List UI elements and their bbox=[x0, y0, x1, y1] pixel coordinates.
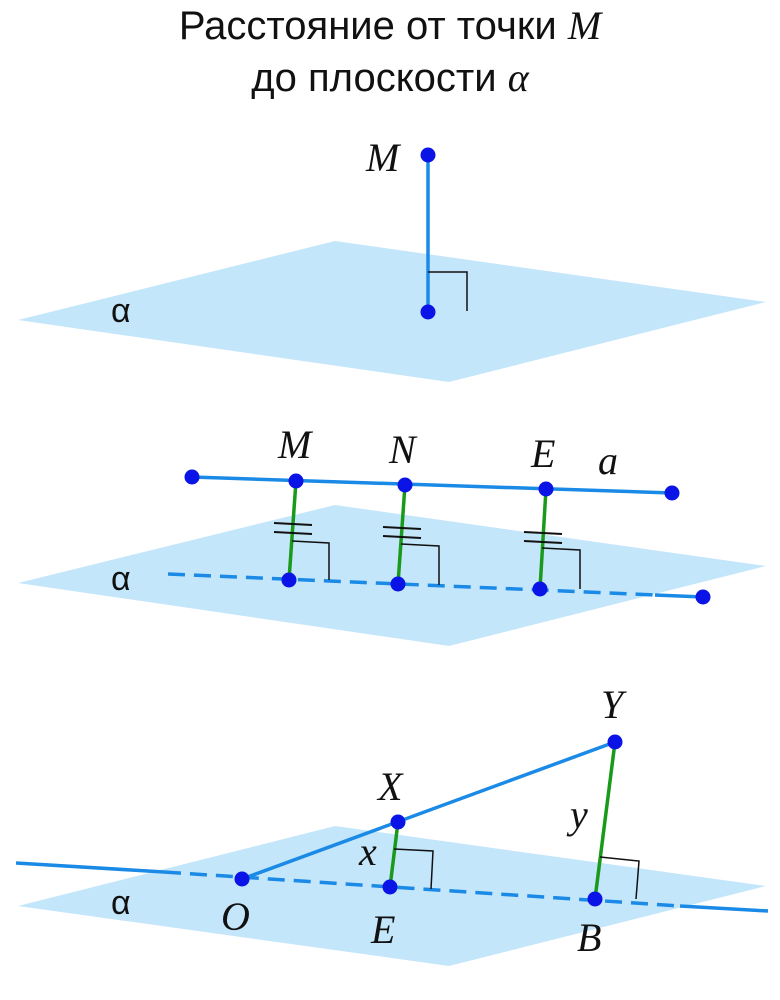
label-y: Y bbox=[601, 682, 627, 727]
label-o: O bbox=[221, 894, 250, 939]
title-line-2: до плоскости α bbox=[0, 54, 780, 101]
label-m-1: M bbox=[365, 135, 402, 180]
plane-alpha-3 bbox=[18, 826, 766, 966]
equal-ticks-m bbox=[273, 522, 313, 535]
projection-dashed bbox=[167, 572, 656, 597]
perpendicular-m-2 bbox=[287, 480, 298, 581]
equal-ticks-n bbox=[382, 526, 422, 539]
right-angle-mark-y bbox=[599, 856, 640, 900]
right-angle-mark-x bbox=[393, 848, 434, 890]
label-m-2: M bbox=[277, 422, 314, 467]
plane-alpha-2 bbox=[18, 505, 766, 646]
perpendicular-x bbox=[388, 821, 400, 888]
equal-ticks-e bbox=[523, 531, 563, 544]
line-oy bbox=[241, 740, 616, 881]
point-y bbox=[607, 734, 623, 750]
point-m bbox=[420, 147, 436, 163]
label-distance-y: y bbox=[566, 792, 588, 837]
line-oe-outside-left bbox=[15, 861, 165, 874]
title-text-2: до плоскости bbox=[251, 56, 497, 100]
perpendicular-e bbox=[538, 488, 548, 590]
title-var-m: M bbox=[567, 3, 602, 48]
point-m-2 bbox=[288, 473, 304, 489]
title-var-alpha: α bbox=[507, 55, 529, 100]
line-a-endpoint-right bbox=[664, 485, 680, 501]
foot-n bbox=[390, 576, 406, 592]
point-o bbox=[234, 871, 250, 887]
right-angle-mark-m bbox=[291, 540, 330, 580]
diagram-3: Y X y x O E B α bbox=[15, 682, 769, 966]
projection-endpoint bbox=[695, 589, 711, 605]
title-text-1: Расстояние от точки bbox=[178, 4, 557, 48]
foot-m-2 bbox=[281, 572, 297, 588]
title-line-1: Расстояние от точки M bbox=[0, 2, 780, 49]
point-x bbox=[390, 814, 406, 830]
point-n bbox=[397, 477, 413, 493]
label-b: B bbox=[577, 915, 601, 960]
label-e-3: E bbox=[370, 907, 395, 952]
label-alpha-3: α bbox=[111, 884, 131, 922]
point-b bbox=[587, 891, 603, 907]
line-a-endpoint-left bbox=[184, 469, 200, 485]
label-n: N bbox=[388, 427, 418, 472]
label-x: X bbox=[376, 764, 404, 809]
right-angle-mark-n bbox=[400, 543, 440, 585]
line-a bbox=[191, 475, 673, 495]
right-angle-mark-e bbox=[541, 547, 581, 589]
projection-outside bbox=[654, 593, 704, 599]
perpendicular-n bbox=[396, 484, 407, 585]
line-oe-outside-right bbox=[679, 904, 769, 913]
foot-e-2 bbox=[532, 581, 548, 597]
right-angle-mark-1 bbox=[428, 271, 468, 311]
label-alpha-2: α bbox=[111, 560, 131, 598]
diagram-2: M N E a α bbox=[18, 422, 766, 646]
point-e-3 bbox=[382, 879, 398, 895]
label-distance-x: x bbox=[358, 829, 377, 874]
plane-alpha-1 bbox=[18, 241, 766, 382]
point-e-2 bbox=[538, 481, 554, 497]
label-line-a: a bbox=[598, 438, 618, 483]
label-e-2: E bbox=[530, 431, 555, 476]
perpendicular-y bbox=[593, 741, 617, 900]
foot-point-1 bbox=[420, 304, 436, 320]
label-alpha-1: α bbox=[111, 292, 131, 330]
diagram-1: M α bbox=[18, 135, 766, 382]
